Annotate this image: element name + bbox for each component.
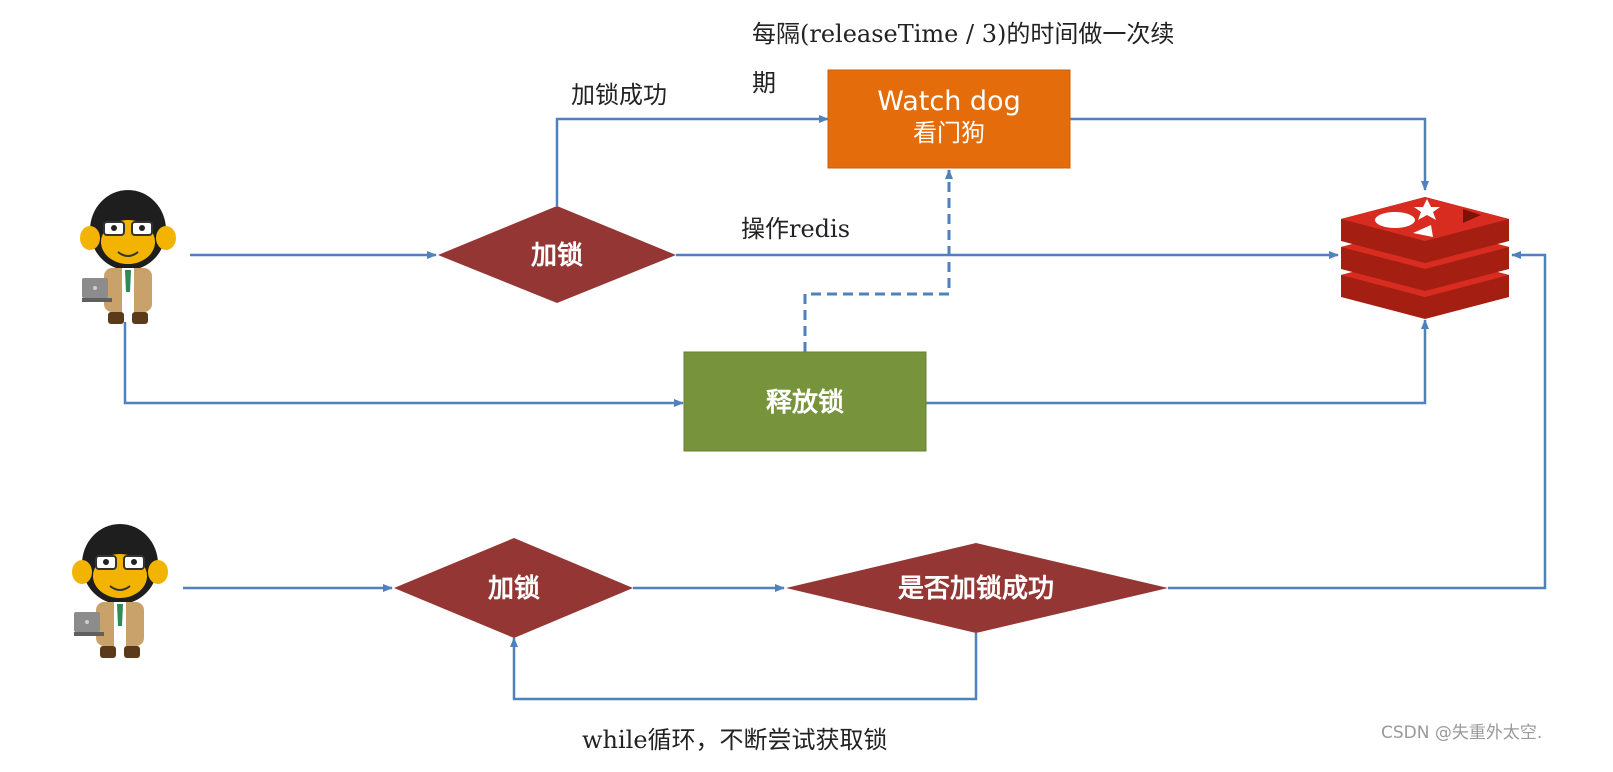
watermark: CSDN @失重外太空. — [1381, 723, 1542, 743]
renewal-note-line1: 每隔(releaseTime / 3)的时间做一次续 — [752, 20, 1174, 48]
operate-redis-label: 操作redis — [741, 215, 850, 243]
arrow-watchdog-to-redis — [1070, 117, 1429, 191]
arrow-client-to-release — [123, 322, 684, 407]
monkey-developer-icon — [71, 523, 169, 659]
check-success-diamond: 是否加锁成功 — [786, 543, 1168, 633]
watchdog-box: Watch dog 看门狗 — [827, 69, 1071, 169]
lock-bottom-label: 加锁 — [488, 573, 540, 604]
monkey-developer-icon — [79, 189, 177, 325]
check-success-label: 是否加锁成功 — [898, 573, 1054, 604]
watchdog-title: Watch dog — [877, 86, 1020, 117]
arrow-retry-loop — [510, 633, 978, 701]
release-lock-label: 释放锁 — [766, 387, 844, 418]
connectors — [123, 115, 1547, 701]
arrow-release-to-redis — [925, 319, 1429, 405]
redis-logo-icon — [1341, 197, 1509, 319]
arrow-check-to-redis — [1168, 251, 1547, 590]
lock-top-label: 加锁 — [531, 240, 583, 271]
arrow-lock-to-watchdog — [555, 115, 829, 206]
renewal-note-line2: 期 — [752, 69, 776, 97]
lock-success-label: 加锁成功 — [571, 81, 667, 109]
while-loop-label: while循环，不断尝试获取锁 — [582, 726, 888, 754]
watchdog-subtitle: 看门狗 — [913, 119, 985, 147]
release-lock-box: 释放锁 — [683, 351, 927, 452]
lock-diamond-top: 加锁 — [438, 206, 676, 303]
lock-diamond-bottom: 加锁 — [394, 538, 633, 638]
dashed-release-to-watchdog — [803, 169, 953, 352]
